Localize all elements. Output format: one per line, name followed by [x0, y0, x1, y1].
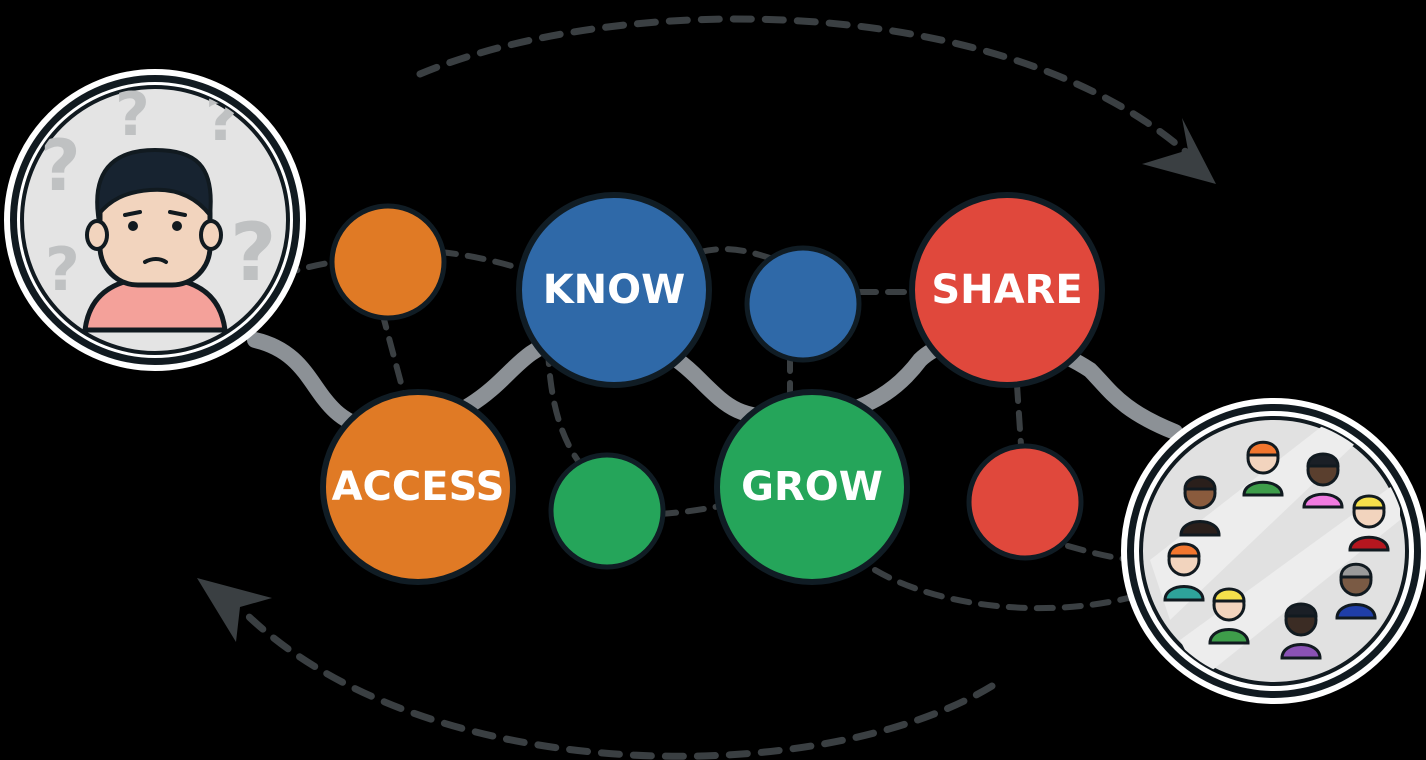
access-label: ACCESS — [332, 464, 505, 510]
bottom-arrow-path — [240, 608, 992, 756]
top-arrowhead-icon — [1142, 118, 1216, 184]
confused-person-portrait: ? ? ? ? ? — [7, 72, 303, 368]
small-green-node — [551, 455, 663, 567]
small-blue-node — [747, 248, 859, 360]
small-orange-node — [332, 206, 444, 318]
know-label: KNOW — [543, 267, 686, 313]
share-label: SHARE — [931, 267, 1082, 313]
top-arrow-path — [420, 19, 1195, 160]
know-node: KNOW — [519, 195, 709, 385]
grow-node: GROW — [717, 392, 907, 582]
community-group-portrait — [1124, 401, 1424, 701]
small-red-node — [969, 446, 1081, 558]
share-node: SHARE — [912, 195, 1102, 385]
access-node: ACCESS — [323, 392, 513, 582]
svg-text:?: ? — [45, 235, 80, 305]
grow-label: GROW — [741, 464, 883, 510]
bottom-arrowhead-icon — [197, 578, 272, 642]
svg-text:?: ? — [230, 206, 276, 299]
